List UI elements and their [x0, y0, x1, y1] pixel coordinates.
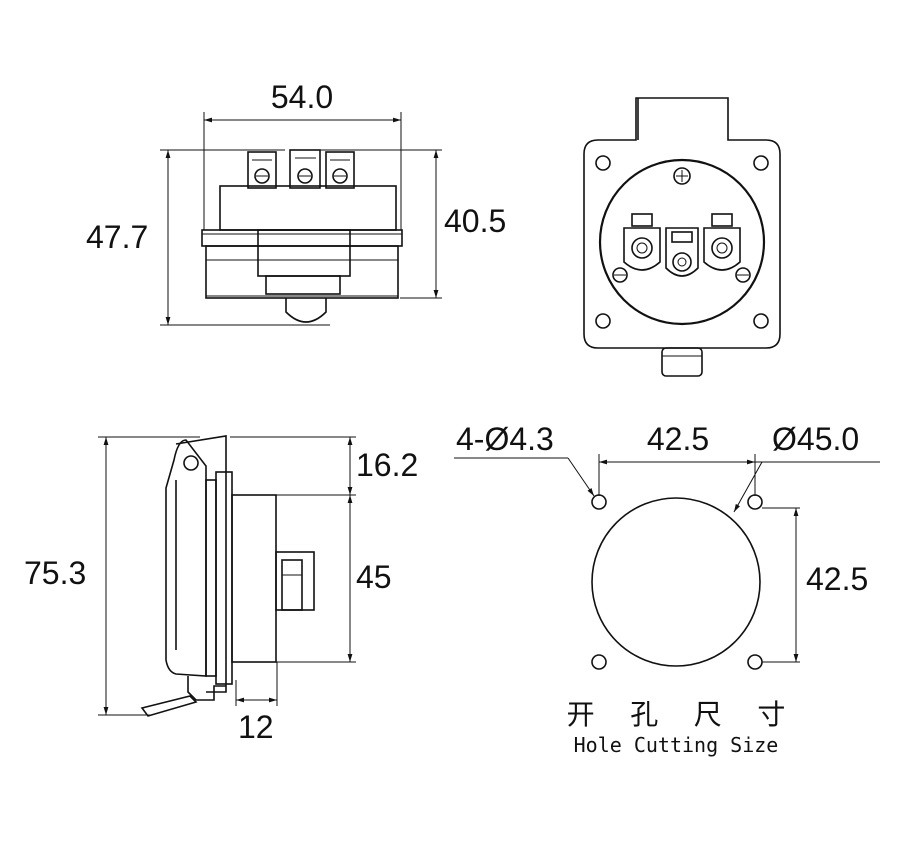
hole-spacing-horizontal: 42.5: [647, 421, 709, 457]
face-view: [583, 97, 781, 377]
right-height-dimension: 40.5: [444, 203, 506, 239]
top-offset-dimension: 16.2: [356, 447, 418, 483]
cutout-diameter: Ø45.0: [772, 421, 859, 457]
title-chinese: 开 孔 尺 寸: [567, 698, 786, 731]
title-english: Hole Cutting Size: [574, 733, 779, 757]
left-height-dimension: 47.7: [86, 219, 148, 255]
hole-count-diameter: 4-Ø4.3: [456, 421, 554, 457]
side-view: 75.3 16.2 45 12: [24, 435, 418, 745]
total-height-dimension: 75.3: [24, 555, 86, 591]
depth-dimension: 12: [238, 709, 274, 745]
front-view: 54.0 47.7 40.5: [86, 79, 506, 326]
width-dimension: 54.0: [271, 79, 333, 115]
body-height-dimension: 45: [356, 559, 392, 595]
hole-cutting-view: 42.5 4-Ø4.3 Ø45.0 42.5 开 孔 尺 寸 Hole Cutt…: [454, 421, 880, 757]
hole-spacing-vertical: 42.5: [806, 561, 868, 597]
